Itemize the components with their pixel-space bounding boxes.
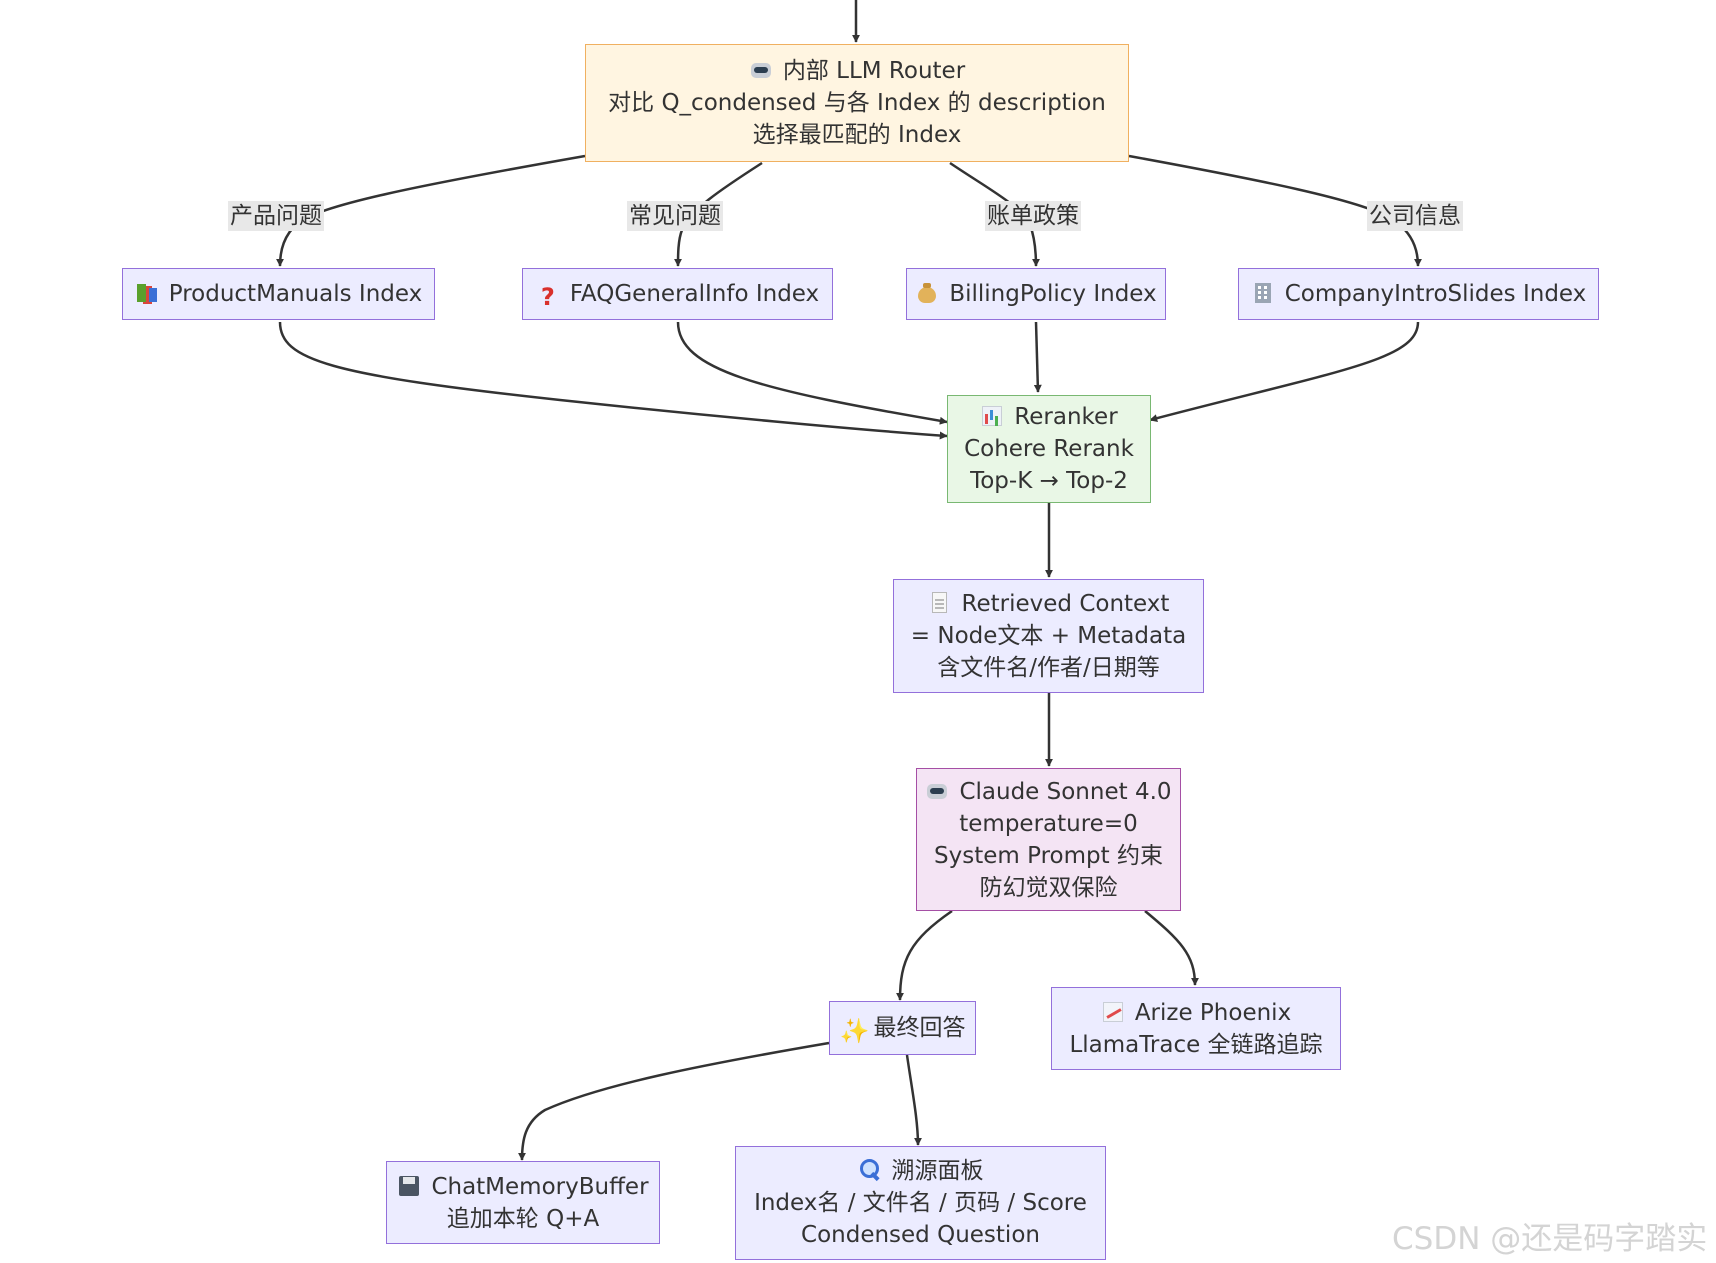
edge-label-faq: 常见问题 [627,201,723,231]
node-line: FAQGeneralInfo Index [569,281,820,307]
edge-company-reranker [1149,321,1420,423]
document-icon [928,591,952,615]
trend-chart-icon [1101,1000,1125,1024]
node-line: Claude Sonnet 4.0 [959,778,1172,805]
node-arize-phoenix: Arize Phoenix LlamaTrace 全链路追踪 [1051,987,1341,1070]
node-line: System Prompt 约束 [934,842,1163,869]
node-line: Condensed Question [801,1222,1040,1248]
bar-chart-icon [980,404,1004,428]
node-faqgeneralinfo-index: ? FAQGeneralInfo Index [522,268,833,320]
node-llm-router: 内部 LLM Router 对比 Q_condensed 与各 Index 的 … [585,44,1129,162]
robot-icon [749,58,773,82]
edge-billing-reranker [1033,321,1042,393]
node-productmanuals-index: ProductManuals Index [122,268,435,320]
node-line: 最终回答 [873,1015,966,1041]
node-companyintroslides-index: CompanyIntroSlides Index [1238,268,1599,320]
edge-router-company [1128,154,1422,267]
node-line: CompanyIntroSlides Index [1284,281,1587,307]
edge-router-productmanuals [276,154,586,267]
edge-answer-memory [518,1041,830,1161]
edge-faq-reranker [676,321,948,425]
edge-answer-trace [905,1054,922,1146]
node-line: = Node文本 + Metadata [910,623,1187,649]
edge-llm-phoenix [1144,910,1199,986]
node-line: Retrieved Context [961,591,1170,617]
node-chatmemorybuffer: ChatMemoryBuffer 追加本轮 Q+A [386,1161,660,1244]
node-line: LlamaTrace 全链路追踪 [1069,1031,1323,1058]
node-line: Arize Phoenix [1134,999,1292,1026]
edge-productmanuals-reranker [278,321,948,440]
edge-label-billing: 账单政策 [985,201,1081,231]
node-claude-sonnet: Claude Sonnet 4.0 temperature=0 System P… [916,768,1181,911]
magnifier-icon [858,1158,882,1182]
node-line: Reranker [1014,404,1118,430]
floppy-disk-icon [397,1174,421,1198]
node-line: BillingPolicy Index [949,281,1157,307]
watermark: CSDN @还是码字踏实 [1392,1221,1708,1257]
node-line: 内部 LLM Router [782,58,966,84]
edge-label-product: 产品问题 [228,201,324,231]
node-line: 选择最匹配的 Index [752,122,962,148]
robot-icon [925,779,949,803]
node-trace-panel: 溯源面板 Index名 / 文件名 / 页码 / Score Condensed… [735,1146,1106,1260]
node-line: 追加本轮 Q+A [446,1205,600,1232]
office-building-icon [1251,281,1275,305]
node-line: 含文件名/作者/日期等 [937,655,1160,681]
node-billingpolicy-index: BillingPolicy Index [906,268,1166,320]
node-line: temperature=0 [959,810,1138,837]
node-line: ProductManuals Index [168,281,423,307]
node-reranker: Reranker Cohere Rerank Top-K → Top-2 [947,395,1151,503]
node-line: Top-K → Top-2 [970,468,1128,494]
question-mark-icon: ? [540,283,555,311]
money-bag-icon [915,281,939,305]
node-line: Cohere Rerank [964,436,1134,462]
node-line: 溯源面板 [891,1158,984,1184]
edge-llm-answer [896,909,953,1001]
node-final-answer: ✨最终回答 [829,1001,976,1055]
node-line: 防幻觉双保险 [979,874,1118,901]
sparkles-icon: ✨ [839,1017,870,1045]
books-icon [135,281,159,305]
node-line: ChatMemoryBuffer [431,1173,649,1200]
node-line: Index名 / 文件名 / 页码 / Score [754,1190,1087,1216]
edge-label-company: 公司信息 [1367,201,1463,231]
node-line: 对比 Q_condensed 与各 Index 的 description [608,90,1106,116]
node-retrieved-context: Retrieved Context = Node文本 + Metadata 含文… [893,579,1204,693]
